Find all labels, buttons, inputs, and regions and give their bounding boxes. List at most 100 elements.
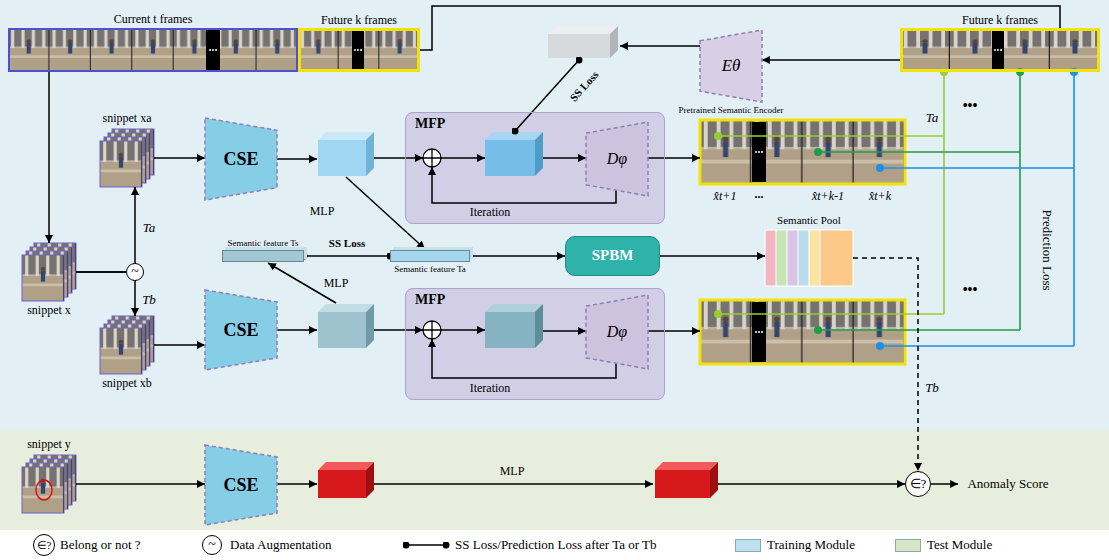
predicted-frames [755,331,757,333]
node-text: Semantic feature Ts [227,238,298,248]
block-outline [205,118,277,200]
add-symbol [423,149,441,167]
predicted-frames [758,151,760,153]
legend-entry: Data Augmentation [230,537,331,553]
feature-cube [318,312,366,348]
block-outline [586,295,648,369]
video-frames [8,28,298,72]
feature-cube [548,26,618,34]
anomaly-mark [36,480,52,500]
add-symbol [423,321,441,339]
block-outline [205,445,277,525]
prediction-loss-line [818,72,1020,330]
feature-cube [485,132,543,140]
predicted-frames [755,151,757,153]
video-frames [209,49,211,51]
node-text: CSE [223,475,258,496]
legend-text: Test Module [927,537,992,553]
decoder-block: Dφ [586,122,648,196]
annotation-label: x̂t+1 [714,190,737,203]
training-background [0,0,1109,430]
legend-text: Training Module [767,537,855,553]
connector [762,59,900,61]
connector [76,187,135,272]
legend-line-sample [406,545,446,546]
prediction-loss-line [880,72,1074,346]
snippet-stack: snippet xa [100,129,154,187]
frame-strip: Future k frames [298,28,420,72]
node-text: ∈? [910,477,927,492]
loss-dot [814,148,822,156]
node-text: snippet xb [102,377,152,391]
feature-cube [366,132,374,176]
edge-label: SS Loss [327,237,367,249]
flow-arrow [268,46,958,484]
video-frames [992,31,1004,69]
feature-cube [655,462,718,470]
semantic-pool: Semantic Pool [765,230,853,286]
encoder-block: CSE [205,290,277,370]
feature-cube [318,26,718,498]
feature-cube [548,34,610,58]
feature-cube [710,462,718,498]
encoder-block: CSE [205,445,277,525]
test-background [0,430,1109,530]
symbol-circle: ~ [202,535,222,555]
connector [154,157,205,159]
add-symbol [423,321,441,339]
annotation-label: MLP [500,465,525,478]
node-text: CSE [223,320,258,341]
predicted-frames [758,331,760,333]
predicted-frames [752,122,766,182]
belong-circle: ∈? [905,471,931,497]
flow-arrow [543,157,586,159]
loss-dot [876,342,884,350]
video-frames [354,49,356,51]
module-fill [405,288,665,400]
loss-dot [714,310,722,318]
legend-text: Belong or not ? [60,537,141,553]
snippet-stack [22,129,154,513]
annotation-label: ••• [963,98,978,113]
video-frames [360,49,362,51]
semantic-encoder: EθPretrained Semantic Encoder [700,30,762,102]
video-frames [1000,49,1002,51]
annotation-label: MLP [324,277,349,290]
feature-cube [366,304,374,348]
block-outline [700,30,762,102]
connector [660,255,765,257]
test-background [0,430,1109,530]
feature-slab: Semantic feature Ts [222,250,304,262]
pool-bar [765,230,853,286]
legend-swatch [735,539,761,552]
node-text: snippet x [27,304,71,318]
flow-arrow [277,158,317,160]
predicted-frames [700,300,905,364]
flow-arrow [647,157,700,159]
encoder-block: CSE [205,118,277,200]
block-outline [586,122,648,196]
legend-swatch [895,539,921,552]
node-text: snippet y [27,438,71,452]
feature-cube [318,140,366,176]
video-frames [206,30,220,70]
video-frames [900,28,1100,72]
loss-dot [876,164,884,172]
node-text: Semantic feature Ta [394,264,466,274]
annotation-label: Ta [143,221,156,235]
node-text: Future k frames [962,14,1038,28]
block-outline [205,290,277,370]
annotation-label: Tb [925,381,939,395]
module-box: MFPDφ [405,112,665,224]
connector [76,483,205,485]
predicted-frames [752,302,766,362]
annotation-label: Anomaly Score [967,477,1048,491]
annotation-label: Iteration [470,382,511,395]
flow-arrow [441,329,485,331]
annotation-label: MLP [310,205,335,218]
connector [304,255,390,257]
flow-arrow [441,157,485,159]
feature-cube [366,462,374,498]
